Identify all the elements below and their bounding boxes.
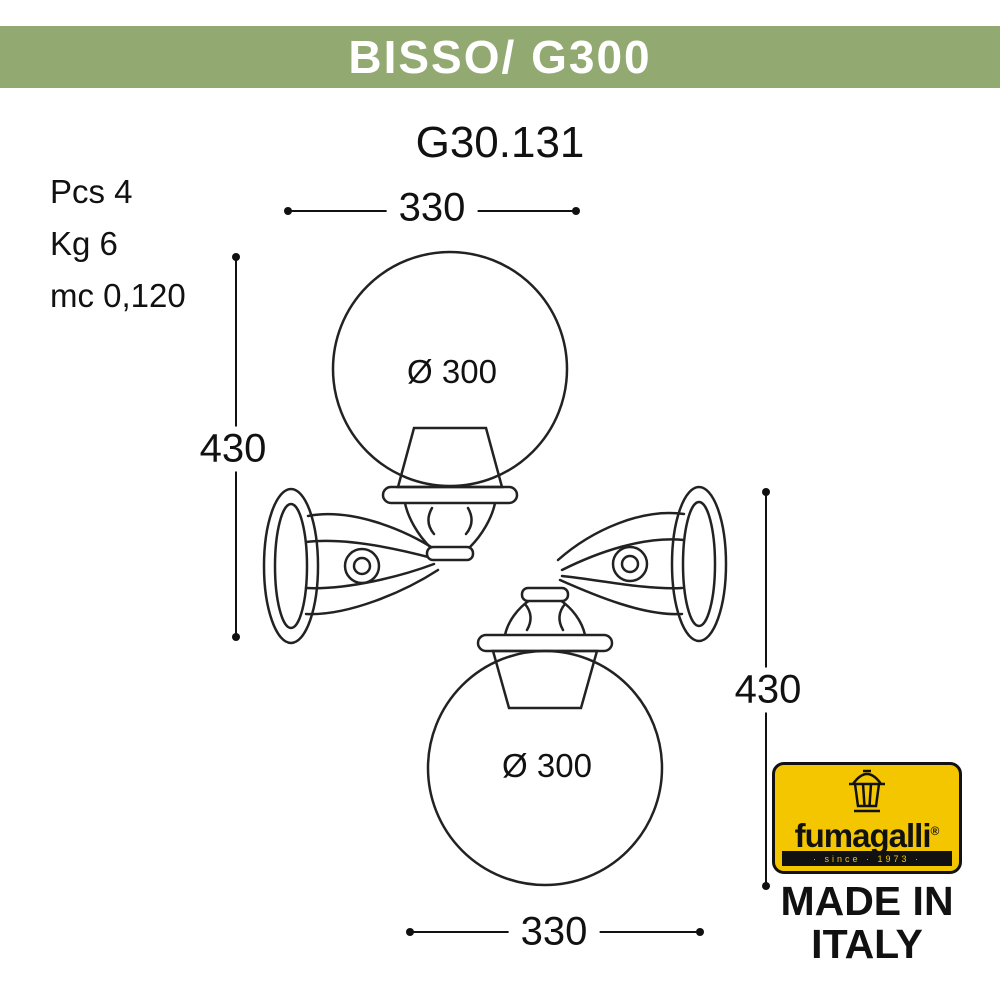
dimension-globe-top-diameter-label: Ø 300: [401, 353, 503, 391]
model-code: G30.131: [415, 118, 585, 167]
registered-mark: ®: [930, 824, 940, 838]
spec-volume: mc 0,120: [50, 277, 186, 314]
dimension-left-height-label: 430: [187, 426, 279, 472]
dimension-globe-bottom-diameter-label: Ø 300: [496, 747, 598, 785]
dimension-right-height-label: 430: [722, 667, 814, 713]
since-strip: · since · 1973 ·: [782, 851, 952, 866]
wall-lamp-up-drawing: [262, 250, 569, 645]
lantern-icon: [849, 769, 885, 813]
spec-list: Pcs 4 Kg 6 mc 0,120: [50, 166, 186, 322]
wall-lamp-down-drawing: [426, 485, 728, 887]
product-series-title: BISSO/ G300: [348, 31, 652, 83]
dimension-bottom-width-label: 330: [508, 909, 600, 955]
brand-name: fumagalli: [794, 817, 932, 854]
made-in-line1: MADE IN: [780, 878, 954, 924]
brand-wordmark: fumagalli®: [775, 817, 959, 855]
spec-pieces: Pcs 4: [50, 173, 133, 210]
spec-weight: Kg 6: [50, 225, 118, 262]
made-in-italy-label: MADE IN ITALY: [760, 880, 974, 966]
made-in-line2: ITALY: [811, 921, 923, 967]
title-banner: BISSO/ G300: [0, 26, 1000, 88]
dimension-top-width-label: 330: [386, 185, 478, 231]
fumagalli-logo: fumagalli® · since · 1973 ·: [772, 762, 962, 874]
